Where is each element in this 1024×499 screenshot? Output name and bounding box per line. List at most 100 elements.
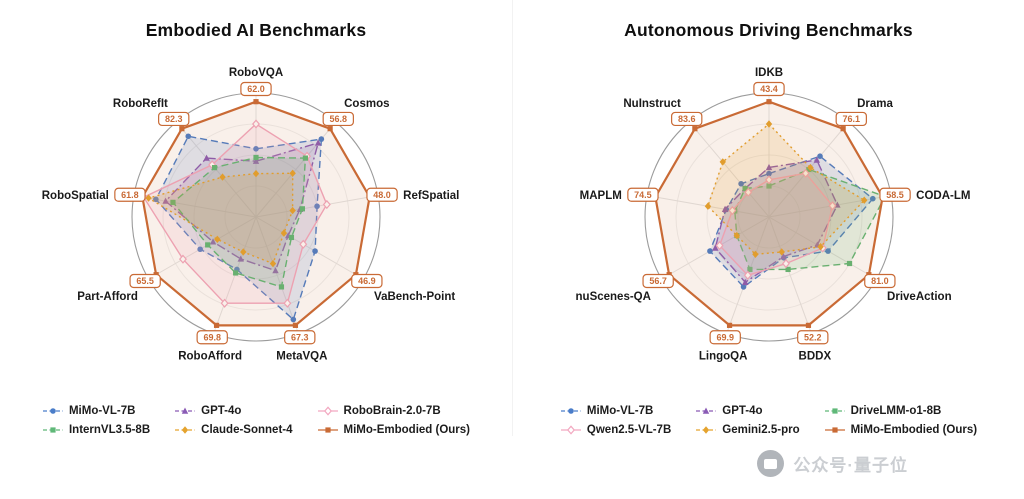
series-marker-icon (703, 426, 710, 434)
series-marker-icon (778, 248, 785, 256)
series-marker-icon (765, 99, 772, 105)
series-polygon (706, 123, 865, 256)
series-marker-icon (566, 425, 575, 435)
watermark-text: 公众号·量子位 (793, 456, 908, 475)
axis-spoke (768, 216, 812, 334)
axis-value-badge (351, 273, 383, 289)
legend-label: MiMo-VL-7B (68, 405, 136, 417)
series-marker-icon (220, 298, 229, 308)
series-marker-icon (323, 406, 332, 416)
legend-marker-icon (824, 408, 845, 414)
axis-value-badge (129, 273, 161, 289)
series-marker-icon (252, 157, 260, 164)
legend-label: Qwen2.5-VL-7B (586, 424, 672, 436)
series-marker-icon (252, 119, 260, 129)
axis-title: VaBench-Point (374, 291, 455, 303)
legend-item: GPT-4o (174, 405, 292, 417)
axis-title: RoboRefIt (113, 98, 168, 110)
series-marker-icon (711, 244, 719, 251)
legend-marker-icon (317, 427, 338, 433)
axis-value-badge (670, 111, 702, 127)
series-marker-icon (253, 99, 259, 105)
axis-value-badge (114, 187, 146, 202)
chart-title-autonomous-driving: Autonomous Driving Benchmarks (624, 20, 913, 40)
axis-value-badge (796, 330, 828, 345)
legend-label: InternVL3.5-8B (68, 424, 151, 436)
axis-value-badge (626, 187, 659, 202)
legend-label: GPT-4o (201, 405, 242, 417)
legend-marker-icon (317, 406, 338, 416)
series-marker-icon (743, 187, 752, 197)
axis-title: LingoQA (698, 350, 747, 362)
axis-value-label: 74.5 (634, 190, 652, 200)
series-marker-icon (726, 322, 732, 328)
series-marker-icon (211, 165, 218, 171)
axis-value-label: 62.0 (247, 84, 265, 94)
series-marker-icon (813, 156, 820, 163)
series-polygon (146, 172, 294, 265)
axis-value-badge (709, 330, 741, 345)
series-marker-icon (831, 408, 838, 414)
series-marker-icon (324, 427, 331, 433)
axis-title: RoboSpatial (42, 190, 109, 202)
legend-item: Qwen2.5-VL-7B (560, 424, 671, 436)
series-marker-icon (50, 427, 56, 433)
axis-value-badge (878, 187, 911, 202)
legend-label: RoboBrain-2.0-7B (343, 405, 441, 417)
legend-label: MiMo-Embodied (Ours) (343, 424, 471, 436)
series-marker-icon (253, 154, 259, 161)
series-polygon (708, 155, 874, 288)
legend-item: MiMo-VL-7B (560, 405, 671, 417)
series-marker-icon (219, 173, 226, 181)
axis-value-label: 69.8 (203, 332, 221, 342)
series-marker-icon (860, 196, 867, 204)
series-marker-icon (727, 205, 736, 216)
axis-value-badge (158, 111, 190, 127)
series-polygon (142, 123, 328, 304)
series-marker-icon (213, 322, 220, 328)
series-polygon (172, 156, 307, 288)
series-marker-icon (765, 120, 772, 128)
axis-spoke (688, 121, 769, 218)
series-marker-icon (805, 166, 811, 173)
legend-marker-icon (560, 425, 581, 435)
axis-value-badge (641, 273, 674, 289)
axis-title: NuInstruct (623, 98, 681, 110)
series-marker-icon (197, 246, 203, 253)
series-marker-icon (746, 266, 753, 273)
series-marker-icon (706, 248, 713, 254)
series-marker-icon (170, 199, 176, 205)
series-marker-icon (327, 126, 333, 132)
axis-value-label: 56.8 (330, 114, 348, 124)
series-marker-icon (743, 270, 752, 280)
series-polygon (141, 100, 371, 327)
series-marker-icon (288, 234, 295, 241)
legend-item: MiMo-Embodied (Ours) (317, 424, 471, 436)
series-marker-icon (568, 408, 574, 414)
axis-title: DriveAction (887, 291, 952, 303)
legend-label: Gemini2.5-pro (722, 424, 800, 436)
series-marker-icon (781, 258, 790, 269)
series-marker-icon (240, 248, 247, 256)
axis-value-badge (835, 111, 867, 127)
series-marker-icon (289, 206, 296, 215)
series-marker-icon (715, 240, 724, 251)
axis-title: IDKB (754, 67, 782, 79)
series-marker-icon (314, 203, 320, 210)
axis-value-label: 43.4 (760, 84, 778, 94)
axis-value-badge (322, 111, 354, 127)
axis-value-label: 61.8 (121, 190, 139, 200)
series-marker-icon (252, 169, 260, 178)
axis-value-label: 65.5 (136, 276, 154, 286)
series-marker-icon (828, 201, 836, 211)
series-marker-icon (779, 253, 787, 260)
axis-value-label: 48.0 (373, 190, 391, 200)
legend-label: MiMo-VL-7B (586, 405, 654, 417)
series-marker-icon (691, 126, 697, 132)
series-marker-icon (153, 196, 159, 203)
legend-item: RoboBrain-2.0-7B (317, 405, 471, 417)
